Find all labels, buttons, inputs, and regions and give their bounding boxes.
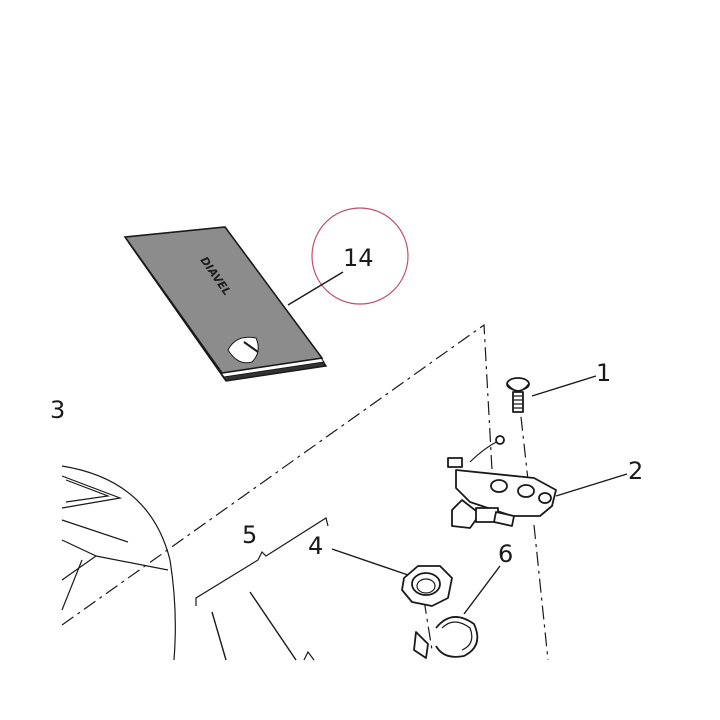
callout-3: 3 [50,396,65,424]
hex-nut-part-4[interactable] [401,565,453,607]
group-bracket-part-5 [195,517,329,606]
assembly-dash-lines [61,323,549,661]
leader-line-6 [463,565,501,615]
callout-1: 1 [596,359,611,387]
wheel-assembly-part [61,465,176,661]
leader-line-14 [287,271,344,306]
callout-5: 5 [242,521,257,549]
bolt-part-1[interactable] [506,377,530,413]
part-5-lines [211,591,315,661]
clip-ring-part-6[interactable] [413,616,479,659]
callout-6: 6 [498,540,513,568]
callout-highlight-circle [311,207,409,305]
leader-line-2 [555,473,628,497]
leader-line-4 [331,548,409,576]
sensor-bracket-part-2[interactable] [415,435,557,529]
callout-14: 14 [343,244,374,272]
callout-2: 2 [628,457,643,485]
callout-4: 4 [308,532,323,560]
owners-manual-booklet[interactable]: DIAVEL [123,226,328,382]
leader-line-1 [531,375,597,397]
ducati-logo-icon [227,336,259,364]
